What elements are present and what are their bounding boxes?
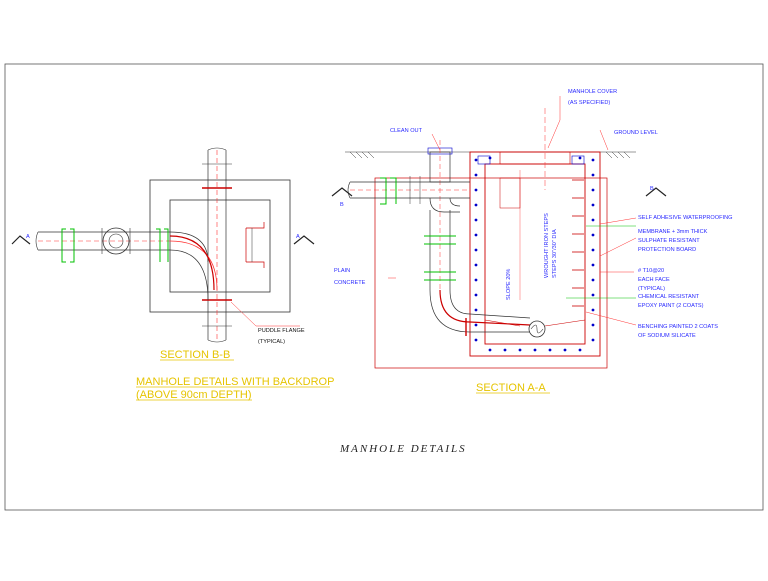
benching-slope [484, 319, 521, 327]
section-bb-plan: A A PUDDLE FLANGE (TYPICAL) SECTION B-B … [11, 147, 334, 401]
outlet-channel [528, 320, 546, 338]
svg-text:B: B [340, 202, 344, 208]
bb-section-marker-right: A [293, 234, 315, 245]
svg-text:A: A [26, 234, 30, 240]
benching-label: BENCHING PAINTED 2 COATS [638, 324, 718, 330]
puddle-flange-label: PUDDLE FLANGE [258, 328, 305, 334]
bb-inner-wall [169, 199, 271, 293]
steps-label: WROUGHT IRON STEPS [544, 213, 550, 278]
ground-hatch-right [605, 151, 631, 159]
steps-label-2: STEPS 30"/30" DIA [552, 229, 558, 278]
rebar-dots [474, 156, 595, 352]
wrought-iron-steps [572, 179, 584, 307]
slope-label: SLOPE 20% [506, 269, 512, 300]
epoxy-label: CHEMICAL RESISTANT [638, 294, 700, 300]
epoxy-label-2: EPOXY PAINT (2 COATS) [638, 303, 704, 309]
plain-concrete-surround [374, 177, 608, 369]
membrane-label: MEMBRANE + 3mm THICK [638, 229, 708, 235]
manhole-cover-spec: (AS SPECIFIED) [568, 100, 610, 106]
annotation-leaders [388, 96, 637, 326]
plain-concrete-label-2: CONCRETE [334, 280, 366, 286]
aa-section-marker-left: B [331, 187, 353, 208]
bb-inlet-pipe [35, 227, 218, 301]
section-bb-subtitle: MANHOLE DETAILS WITH BACKDROP [136, 376, 334, 388]
drawing-title: MANHOLE DETAILS [339, 443, 467, 455]
aa-puddle-flange [380, 177, 387, 205]
membrane-label-3: PROTECTION BOARD [638, 247, 696, 253]
bb-puddle-flange-right [156, 228, 161, 262]
rebar-label-2: EACH FACE [638, 277, 670, 283]
membrane-label-2: SULPHATE RESISTANT [638, 238, 700, 244]
manhole-cover-label: MANHOLE COVER [568, 89, 617, 95]
plain-concrete-label: PLAIN [334, 268, 350, 274]
svg-text:A: A [296, 234, 300, 240]
section-bb-subtitle-depth: (ABOVE 90cm DEPTH) [136, 389, 252, 401]
clean-out-label: CLEAN OUT [390, 128, 423, 134]
bb-vertical-pipe [202, 147, 232, 343]
puddle-flange-label-typical: (TYPICAL) [258, 339, 285, 345]
puddle-flange-leader [230, 301, 257, 327]
benching-label-2: OF SODIUM SILICATE [638, 333, 696, 339]
section-aa-elevation: B B CLEAN OUT MANHOLE COVER (AS SPECIFIE… [331, 89, 733, 394]
waterproofing-label: SELF ADHESIVE WATERPROOFING [638, 215, 733, 221]
backdrop-drop-pipe [424, 197, 531, 336]
section-aa-heading: SECTION A-A [476, 382, 546, 394]
bb-junction-circle [102, 227, 130, 255]
bb-puddle-flange-left [61, 228, 66, 263]
rebar-label-3: (TYPICAL) [638, 286, 665, 292]
aa-inlet-pipe [347, 176, 470, 205]
bb-step-bracket [245, 222, 265, 268]
ground-level-label: GROUND LEVEL [614, 130, 658, 136]
section-bb-heading: SECTION B-B [160, 349, 230, 361]
bb-section-marker-left: A [11, 234, 31, 245]
ground-hatch-left [349, 151, 375, 159]
svg-text:B: B [650, 186, 654, 192]
clean-out-riser [427, 140, 453, 290]
sheet-border [4, 63, 764, 511]
manhole-cover [499, 151, 571, 165]
bb-outer-wall [149, 179, 291, 313]
aa-section-marker-right: B [645, 186, 667, 197]
rebar-label: # T10@20 [638, 268, 664, 274]
